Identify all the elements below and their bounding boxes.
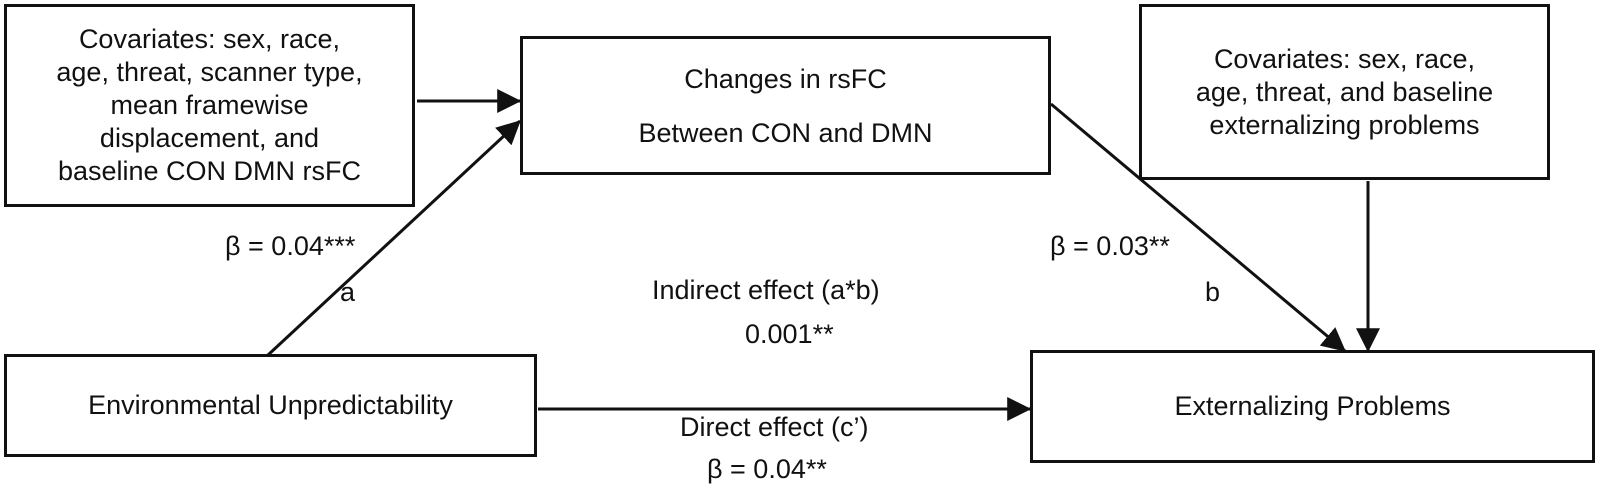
covariates-left-box: Covariates: sex, race, age, threat, scan… (4, 4, 415, 207)
indirect-effect-value: 0.001** (745, 319, 834, 349)
covariates-right-line: age, threat, and baseline (1195, 76, 1494, 107)
mediator-box: Changes in rsFC Between CON and DMN (520, 36, 1051, 175)
covariates-right-line: Covariates: sex, race, (1213, 43, 1476, 74)
covariates-right-box: Covariates: sex, race, age, threat, and … (1139, 4, 1550, 180)
covariates-left-line: displacement, and (99, 123, 320, 153)
direct-effect-value: β = 0.04** (707, 454, 827, 484)
path-b-coefficient: β = 0.03** (1050, 231, 1170, 261)
direct-effect-label: Direct effect (c’) (680, 412, 869, 442)
covariates-right-line: externalizing problems (1209, 109, 1480, 140)
outcome-label: Externalizing Problems (1174, 391, 1451, 421)
covariates-left-line: Covariates: sex, race, (78, 24, 341, 54)
mediator-line: Between CON and DMN (638, 117, 933, 148)
predictor-label: Environmental Unpredictability (88, 390, 453, 420)
predictor-box: Environmental Unpredictability (4, 354, 537, 457)
covariates-left-line: mean framewise (110, 90, 309, 120)
path-a-label: a (340, 277, 356, 307)
covariates-left-line: baseline CON DMN rsFC (57, 156, 362, 186)
covariates-left-line: age, threat, scanner type, (56, 57, 363, 87)
outcome-box: Externalizing Problems (1030, 350, 1595, 463)
path-a-arrow (266, 119, 522, 357)
path-b-arrow (1050, 102, 1346, 353)
path-a-coefficient: β = 0.04*** (225, 231, 356, 261)
path-b-label: b (1205, 277, 1221, 307)
mediator-line: Changes in rsFC (684, 63, 887, 94)
indirect-effect-label: Indirect effect (a*b) (652, 275, 880, 305)
